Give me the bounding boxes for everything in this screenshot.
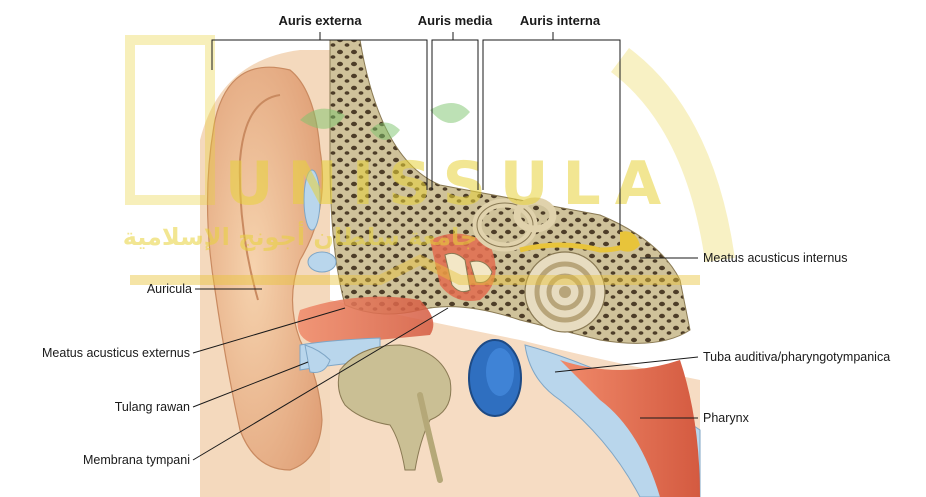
label-tuba-auditiva: Tuba auditiva/pharyngotympanica: [703, 350, 890, 364]
label-membrana-tympani: Membrana tympani: [83, 453, 190, 467]
label-pharynx: Pharynx: [703, 411, 750, 425]
header-auris-interna: Auris interna: [520, 13, 601, 28]
watermark-arabic: جامعة سلطان أجونج الإسلامية: [123, 221, 478, 251]
vessel: [469, 340, 521, 416]
label-tulang-rawan: Tulang rawan: [115, 400, 190, 414]
header-auris-externa: Auris externa: [278, 13, 362, 28]
label-meatus-acusticus-externus: Meatus acusticus externus: [42, 346, 190, 360]
label-meatus-acusticus-internus: Meatus acusticus internus: [703, 251, 848, 265]
watermark-text: UNISSULA: [225, 149, 675, 219]
label-auricula: Auricula: [147, 282, 192, 296]
header-auris-media: Auris media: [418, 13, 493, 28]
